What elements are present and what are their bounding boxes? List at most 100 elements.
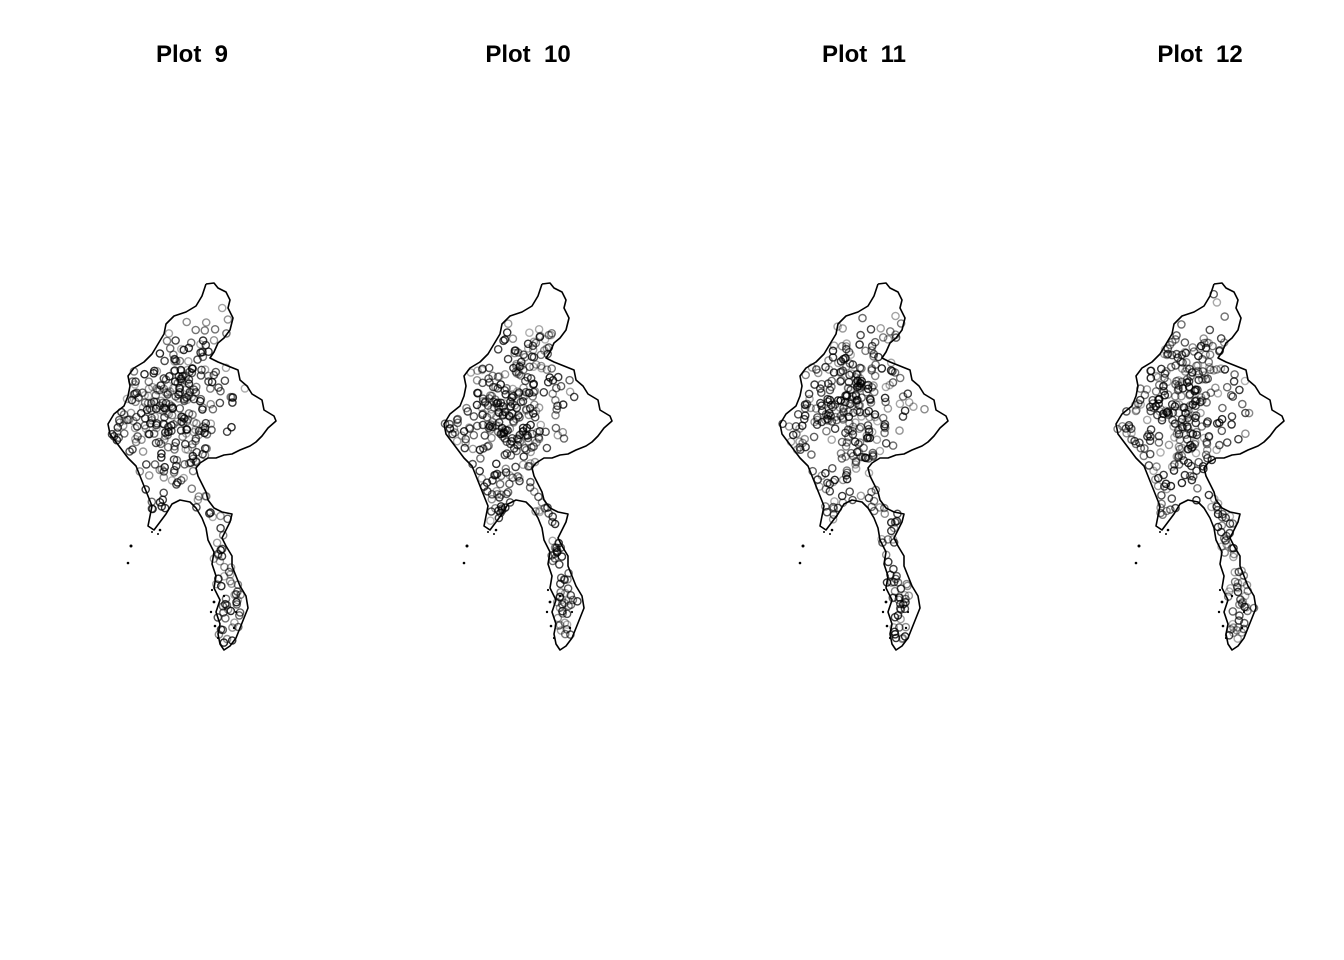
- location-point: [889, 623, 898, 632]
- location-point: [493, 344, 503, 354]
- map-panel-plot-9: Plot 9: [107, 41, 277, 651]
- location-point: [900, 406, 910, 416]
- location-point: [848, 426, 857, 436]
- location-point: [1146, 373, 1156, 383]
- island: [465, 544, 469, 548]
- location-point: [211, 367, 221, 377]
- location-point: [182, 424, 191, 434]
- location-point: [505, 498, 515, 507]
- location-point: [130, 434, 140, 444]
- location-point: [573, 597, 582, 606]
- location-point: [1162, 408, 1172, 417]
- location-point: [815, 482, 824, 491]
- location-point: [225, 576, 235, 586]
- location-point: [1217, 542, 1226, 552]
- location-point: [556, 381, 566, 391]
- location-point: [869, 349, 879, 359]
- location-point: [551, 383, 561, 393]
- location-point: [160, 503, 170, 513]
- location-point: [226, 563, 236, 572]
- island: [904, 626, 908, 630]
- location-point: [513, 387, 522, 396]
- location-point: [1234, 567, 1244, 577]
- location-point: [152, 397, 161, 407]
- location-point: [469, 430, 479, 440]
- island: [1221, 624, 1225, 628]
- location-point: [1241, 429, 1250, 439]
- location-point: [1183, 444, 1193, 454]
- location-point: [1194, 375, 1203, 385]
- point-layer: [778, 311, 929, 644]
- location-point: [827, 376, 836, 386]
- location-point: [140, 414, 150, 423]
- location-point: [1228, 392, 1238, 401]
- location-point: [1156, 364, 1166, 374]
- location-point: [1207, 455, 1217, 465]
- location-point: [851, 464, 861, 473]
- map-layer: [1113, 282, 1285, 651]
- location-point: [472, 375, 482, 385]
- location-point: [191, 387, 201, 397]
- location-point: [1229, 623, 1238, 632]
- location-point: [1180, 470, 1190, 480]
- location-point: [502, 449, 512, 458]
- location-point: [466, 368, 476, 377]
- location-point: [1237, 566, 1246, 576]
- location-point: [823, 411, 833, 420]
- location-point: [895, 599, 905, 609]
- location-point: [120, 415, 129, 425]
- location-point: [482, 442, 492, 451]
- location-point: [475, 466, 484, 476]
- location-point: [534, 324, 544, 334]
- location-point: [871, 485, 881, 495]
- location-point: [822, 507, 832, 517]
- location-point: [196, 339, 205, 349]
- location-point: [485, 378, 494, 387]
- location-point: [788, 430, 798, 440]
- point-layer: [107, 303, 250, 647]
- location-point: [1182, 357, 1191, 367]
- location-point: [149, 366, 159, 376]
- location-point: [1183, 424, 1193, 434]
- location-point: [559, 434, 569, 443]
- island: [1218, 588, 1222, 592]
- location-point: [505, 470, 514, 480]
- location-point: [201, 318, 211, 327]
- location-point: [468, 459, 477, 469]
- location-point: [160, 356, 169, 366]
- location-point: [889, 577, 899, 587]
- location-point: [875, 446, 885, 456]
- island: [885, 624, 889, 628]
- location-point: [856, 491, 866, 501]
- location-point: [459, 426, 469, 436]
- location-point: [514, 411, 523, 420]
- location-point: [130, 380, 140, 389]
- location-point: [228, 398, 237, 407]
- location-point: [1239, 618, 1249, 628]
- location-point: [1154, 438, 1164, 447]
- location-point: [1194, 369, 1204, 379]
- island: [1134, 561, 1138, 565]
- location-point: [227, 636, 237, 645]
- location-point: [477, 474, 487, 483]
- location-point: [863, 421, 873, 430]
- location-point: [1179, 403, 1188, 412]
- location-point: [505, 412, 515, 422]
- location-point: [535, 506, 544, 515]
- location-point: [1202, 398, 1211, 407]
- location-point: [130, 423, 140, 433]
- location-point: [498, 432, 507, 441]
- location-point: [163, 388, 172, 398]
- location-point: [1193, 483, 1202, 493]
- location-point: [1172, 331, 1181, 340]
- location-point: [1226, 390, 1236, 400]
- location-point: [1125, 422, 1134, 432]
- location-point: [825, 486, 835, 496]
- location-point: [136, 408, 146, 418]
- location-point: [844, 347, 854, 357]
- location-point: [830, 424, 840, 434]
- location-point: [827, 417, 837, 426]
- location-point: [1182, 422, 1192, 431]
- location-point: [837, 437, 847, 447]
- location-point: [191, 425, 200, 435]
